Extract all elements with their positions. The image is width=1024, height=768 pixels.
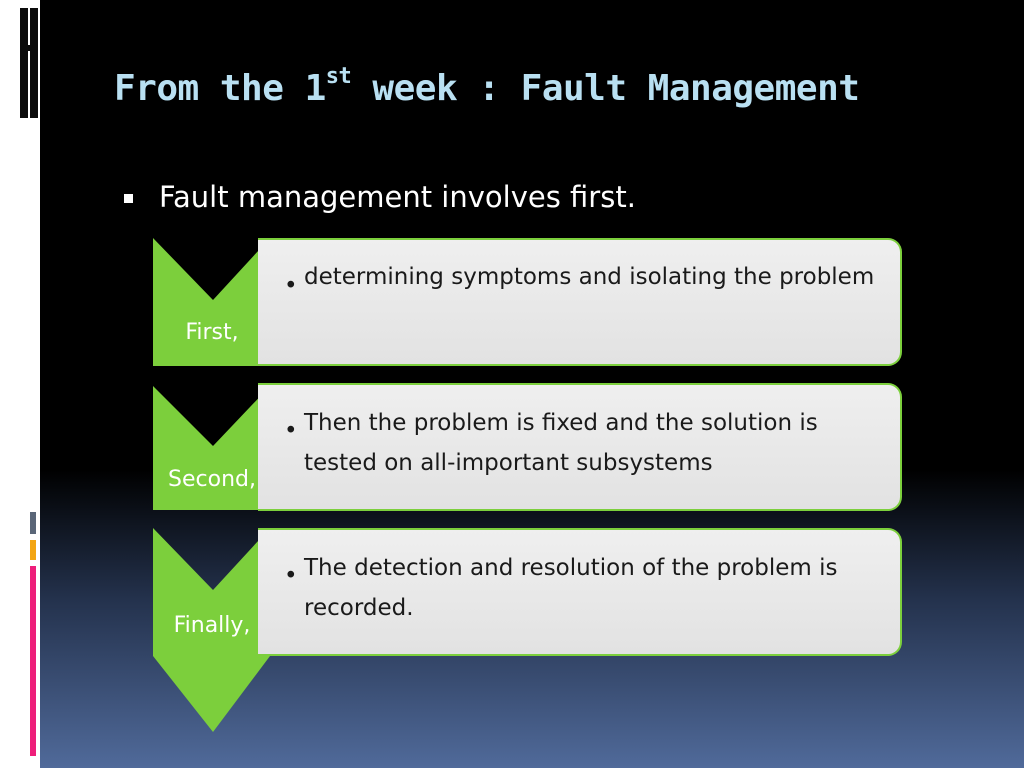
- strip-gray-segment: [30, 512, 36, 534]
- slide-title: From the 1st week : Fault Management: [114, 64, 860, 109]
- step-description: The detection and resolution of the prob…: [304, 555, 838, 621]
- title-main: From the 1: [114, 68, 326, 109]
- logo-bar-1: [20, 8, 28, 118]
- bullet-dot-icon: •: [284, 563, 298, 589]
- chevron-first: [153, 238, 270, 366]
- intro-bullet: Fault management involves first.: [124, 180, 636, 214]
- step-text-finally: • The detection and resolution of the pr…: [284, 555, 894, 628]
- left-decoration-strip: [0, 0, 40, 768]
- strip-orange-segment: [30, 540, 36, 560]
- intro-bullet-text: Fault management involves first.: [159, 180, 636, 214]
- step-box-second: • Then the problem is fixed and the solu…: [258, 383, 902, 511]
- logo-bar-3: [20, 45, 38, 51]
- step-text-first: • determining symptoms and isolating the…: [284, 264, 894, 306]
- step-description: determining symptoms and isolating the p…: [304, 264, 875, 290]
- chevron-finally: [153, 528, 270, 732]
- square-bullet-icon: [124, 193, 133, 203]
- bullet-dot-icon: •: [284, 418, 298, 444]
- step-label-second: Second,: [168, 467, 256, 492]
- step-label-first: First,: [185, 320, 239, 345]
- step-box-first: • determining symptoms and isolating the…: [258, 238, 902, 366]
- chevron-second: [153, 386, 270, 510]
- title-rest: week : Fault Management: [351, 68, 860, 109]
- strip-pink-segment: [30, 566, 36, 756]
- step-label-finally: Finally,: [173, 613, 251, 638]
- step-box-finally: • The detection and resolution of the pr…: [258, 528, 902, 656]
- bullet-dot-icon: •: [284, 273, 298, 299]
- title-superscript: st: [325, 64, 352, 89]
- step-description: Then the problem is fixed and the soluti…: [304, 410, 818, 476]
- logo-bar-2: [30, 8, 38, 118]
- step-text-second: • Then the problem is fixed and the solu…: [284, 410, 894, 483]
